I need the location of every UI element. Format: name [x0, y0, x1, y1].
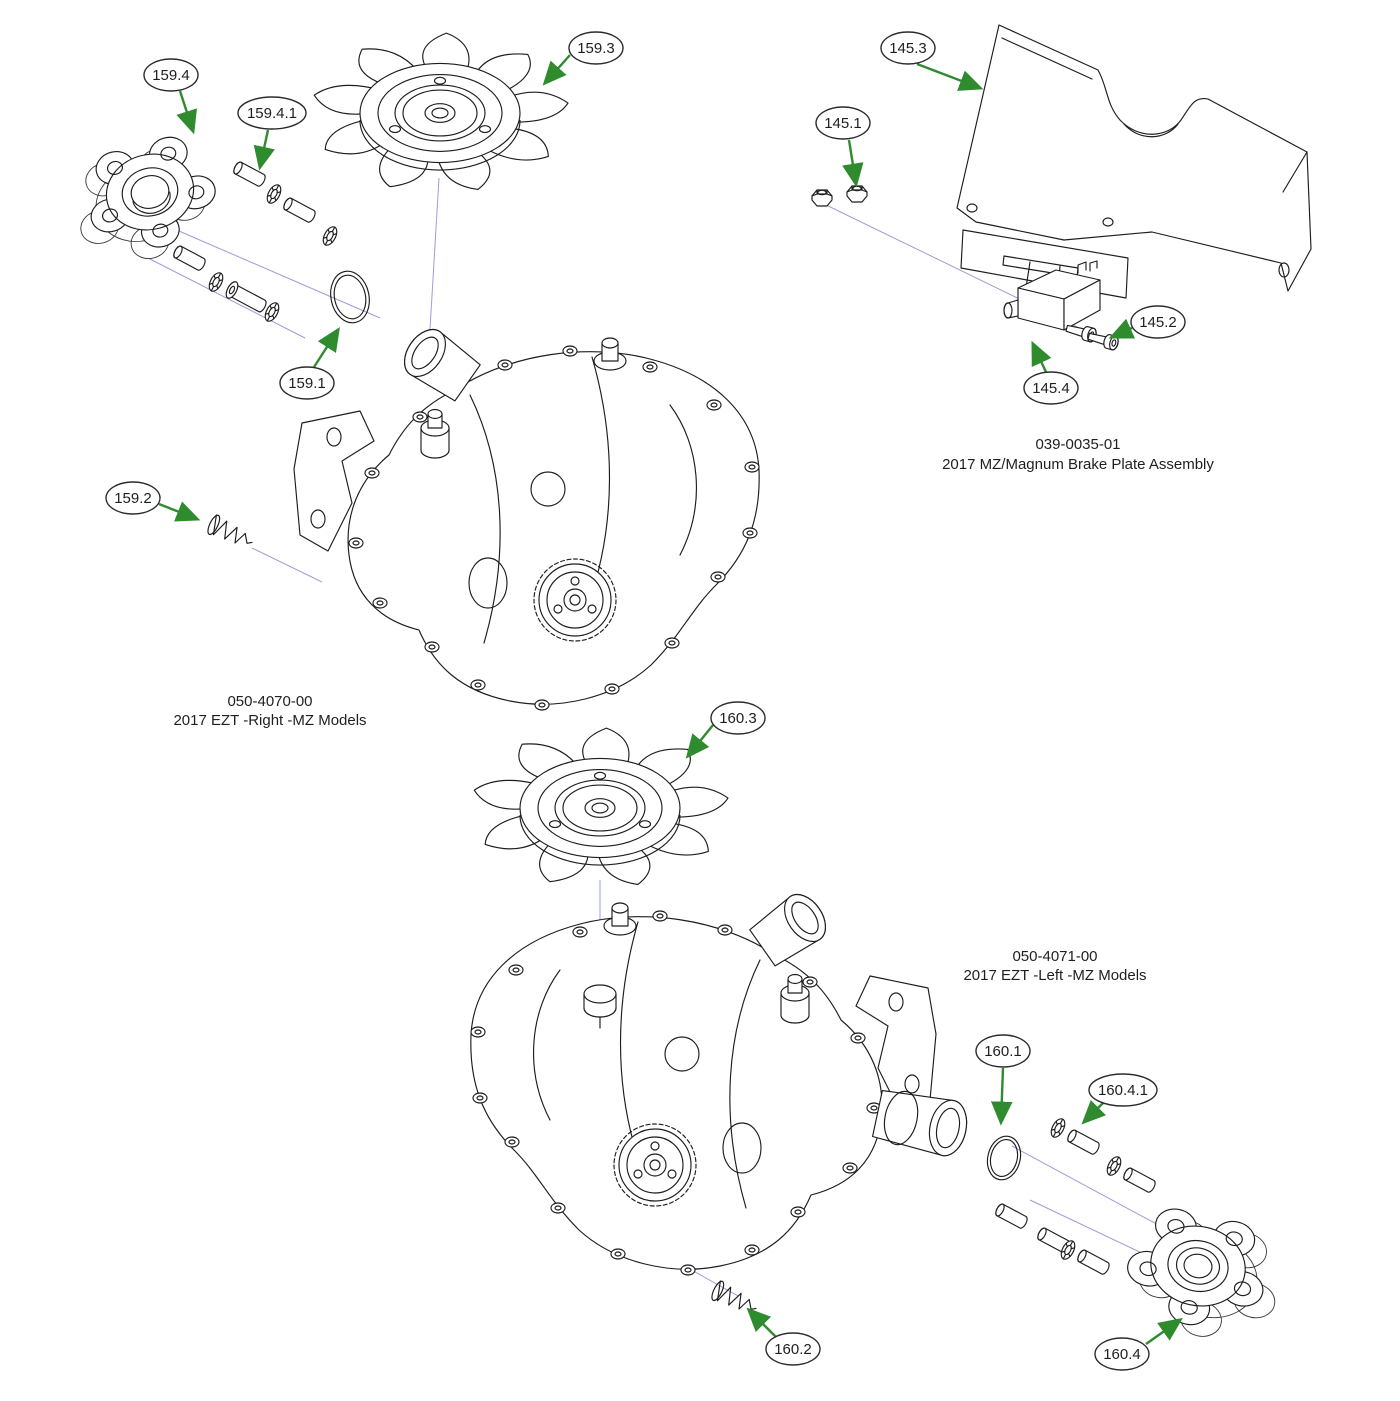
callout-160-2-label: 160.2 — [774, 1341, 812, 1358]
callout-160-4-label: 160.4 — [1103, 1346, 1141, 1363]
callout-160-2-arrow — [746, 1307, 778, 1339]
callout-159-4: 159.4 — [143, 58, 199, 92]
star-washer-drawing — [263, 182, 285, 206]
callout-145-1-label: 145.1 — [824, 115, 862, 132]
callout-160-1-label: 160.1 — [984, 1043, 1022, 1060]
callout-159-3-label: 159.3 — [577, 40, 615, 57]
right-spring-drawing — [205, 513, 257, 554]
right-axle-hub-drawing — [63, 129, 228, 275]
callout-159-3-arrow — [542, 54, 571, 86]
callout-159-4-arrow — [176, 90, 197, 135]
callout-159-1-label: 159.1 — [288, 375, 326, 392]
callout-159-2-arrow — [158, 501, 201, 522]
hex-nut-drawing — [811, 189, 833, 207]
callout-159-1-arrow — [312, 326, 340, 368]
callout-145-4: 145.4 — [1023, 371, 1079, 405]
callout-159-4-label: 159.4 — [152, 67, 190, 84]
callout-159-4-1-label: 159.4.1 — [247, 105, 297, 122]
callout-arrows — [158, 54, 1183, 1345]
dowel-pin-drawing — [171, 244, 208, 273]
callout-160-2: 160.2 — [765, 1332, 821, 1366]
left-transaxle-housing-drawing — [471, 887, 936, 1275]
left-transaxle-assembly — [468, 726, 1289, 1350]
star-washer-drawing — [205, 270, 227, 294]
callout-145-2: 145.2 — [1130, 305, 1186, 339]
brake-plate-drawing — [957, 25, 1311, 298]
callout-159-4-1-arrow — [253, 129, 275, 171]
callout-160-3-label: 160.3 — [719, 710, 757, 727]
dowel-pin-drawing — [1065, 1128, 1102, 1157]
dowel-pin-drawing — [993, 1202, 1030, 1231]
left-transaxle-part-number: 050-4071-00 — [1012, 948, 1097, 965]
left-cooling-fan-drawing — [468, 726, 728, 888]
callout-145-4-label: 145.4 — [1032, 380, 1070, 397]
callout-160-1-arrow — [990, 1067, 1013, 1126]
right-transaxle-title: 2017 EZT -Right -MZ Models — [173, 712, 366, 729]
right-o-ring-drawing — [325, 267, 375, 327]
callout-159-2: 159.2 — [105, 481, 161, 515]
star-washer-drawing — [1103, 1154, 1125, 1178]
callout-160-4-1-label: 160.4.1 — [1098, 1082, 1148, 1099]
callout-160-4-1: 160.4.1 — [1088, 1073, 1158, 1107]
callout-159-2-label: 159.2 — [114, 490, 152, 507]
star-washer-drawing — [319, 224, 341, 248]
callout-160-4-1-arrow — [1081, 1099, 1107, 1125]
callout-145-3-label: 145.3 — [889, 40, 927, 57]
left-transaxle-title: 2017 EZT -Left -MZ Models — [963, 967, 1146, 984]
callout-145-1-arrow — [842, 139, 864, 188]
callout-159-1: 159.1 — [279, 366, 335, 400]
callout-160-4: 160.4 — [1094, 1337, 1150, 1371]
right-transaxle-housing-drawing — [294, 322, 759, 710]
dowel-pin-drawing — [1075, 1248, 1112, 1277]
dowel-pin-drawing — [1121, 1166, 1158, 1195]
right-transaxle-part-number: 050-4070-00 — [227, 693, 312, 710]
callout-145-4-arrow — [1031, 340, 1052, 373]
brake-actuator-drawing — [1004, 261, 1100, 330]
brake-plate-part-number: 039-0035-01 — [1035, 436, 1120, 453]
brake-plate-assembly — [811, 25, 1311, 352]
callout-160-4-arrow — [1145, 1317, 1183, 1345]
callout-145-3: 145.3 — [880, 31, 936, 65]
callout-159-3: 159.3 — [568, 31, 624, 65]
callout-145-1: 145.1 — [815, 106, 871, 140]
star-washer-drawing — [1047, 1116, 1069, 1140]
callout-145-2-label: 145.2 — [1139, 314, 1177, 331]
callout-160-3: 160.3 — [710, 701, 766, 735]
hub-bolt-drawing — [223, 279, 270, 316]
callout-145-3-arrow — [916, 62, 984, 91]
callout-160-3-arrow — [685, 724, 714, 759]
brake-plate-title: 2017 MZ/Magnum Brake Plate Assembly — [942, 456, 1214, 473]
left-axle-tube-drawing — [872, 1086, 972, 1159]
callout-159-4-1: 159.4.1 — [237, 96, 307, 130]
callout-145-2-arrow — [1108, 318, 1136, 339]
right-cooling-fan-drawing — [308, 31, 568, 193]
dowel-pin-drawing — [281, 196, 318, 225]
left-o-ring-drawing — [982, 1132, 1026, 1184]
left-axle-hub-drawing — [1116, 1202, 1289, 1351]
callout-160-1: 160.1 — [975, 1034, 1031, 1068]
left-input-shaft-drawing — [584, 985, 616, 1028]
right-transaxle-assembly — [63, 31, 759, 710]
hex-nut-drawing — [846, 185, 868, 203]
